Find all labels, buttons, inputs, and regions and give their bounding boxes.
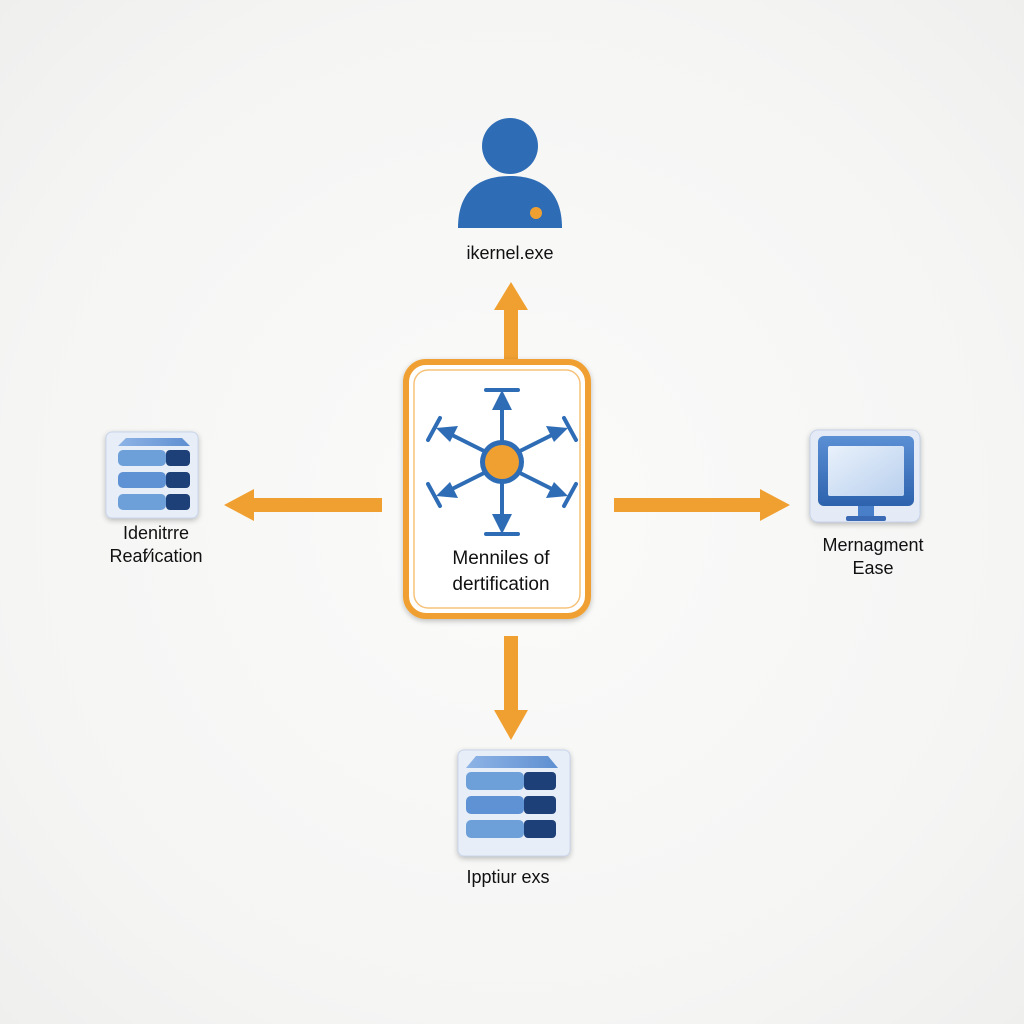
top-node-label: ikernel.exe: [466, 243, 554, 263]
arrow-to-left: [224, 489, 382, 521]
center-node-label: Menniles of dertification: [452, 548, 550, 595]
right-node-label: Mernagment Ease: [822, 535, 924, 578]
monitor-icon: [809, 429, 921, 523]
server-stack-icon-bottom: [457, 749, 571, 857]
left-node-label: Idenitrre Reaf⁄ication: [109, 523, 203, 566]
arrow-to-bottom: [494, 636, 528, 740]
center-node-box: [403, 359, 591, 619]
bottom-node-label: Ipptiur exs: [466, 867, 550, 887]
arrow-to-top: [494, 282, 528, 360]
arrow-to-right: [614, 489, 790, 521]
network-hub-icon: [426, 388, 578, 536]
server-stack-icon-left: [105, 431, 199, 519]
user-icon: [458, 118, 562, 228]
